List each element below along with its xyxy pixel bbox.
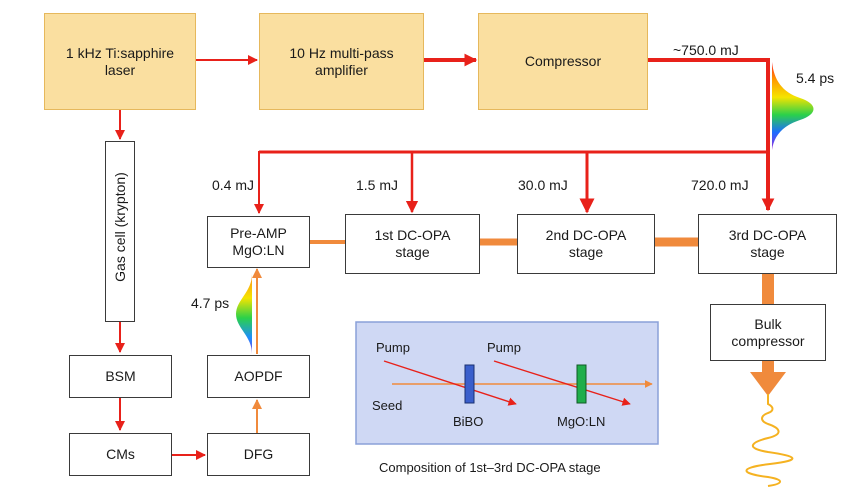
cms-box: CMs [69,433,172,476]
inset-mgoln-label: MgO:LN [557,414,606,429]
stage2-energy-label: 30.0 mJ [518,177,568,193]
pulse-shape-5ps [772,62,814,150]
output-energy-label: ~750.0 mJ [673,42,739,58]
aopdf-box: AOPDF [207,355,310,398]
inset-caption: Composition of 1st–3rd DC-OPA stage [379,460,601,475]
stage2-box: 2nd DC-OPA stage [517,214,655,274]
laser-box: 1 kHz Ti:sapphire laser [44,13,196,110]
stage1-energy-label: 1.5 mJ [356,177,399,193]
gas-cell-label: Gas cell (krypton) [112,172,128,282]
amplifier-box: 10 Hz multi-pass amplifier [259,13,424,110]
mgoln-crystal [576,364,587,404]
main-beam-line [648,58,775,212]
stage1-box: 1st DC-OPA stage [345,214,480,274]
bibo-crystal [464,364,475,404]
preamp-energy-label: 0.4 mJ [212,177,255,193]
compressor-box: Compressor [478,13,648,110]
stage3-box: 3rd DC-OPA stage [698,214,837,274]
inset-pump1-label: Pump [376,340,410,355]
output-beam-arrowhead [750,372,786,396]
inset-bibo-label: BiBO [453,414,484,429]
dfg-box: DFG [207,433,310,476]
bsm-box: BSM [69,355,172,398]
inset-panel [355,321,659,445]
output-waveform [745,394,794,487]
bulk-compressor-box: Bulk compressor [710,304,826,361]
inset-pump2-label: Pump [487,340,521,355]
pulse-shape-4ps [236,274,252,354]
pulse-duration-4ps-label: 4.7 ps [191,295,230,311]
preamp-box: Pre-AMP MgO:LN [207,216,310,268]
inset-pump2-beam [493,360,631,406]
stage3-energy-label: 720.0 mJ [691,177,749,193]
inset-seed-label: Seed [372,398,403,413]
gas-cell-box [105,141,135,322]
pulse-duration-5ps-label: 5.4 ps [796,70,835,86]
inset-pump1-beam [383,360,517,406]
